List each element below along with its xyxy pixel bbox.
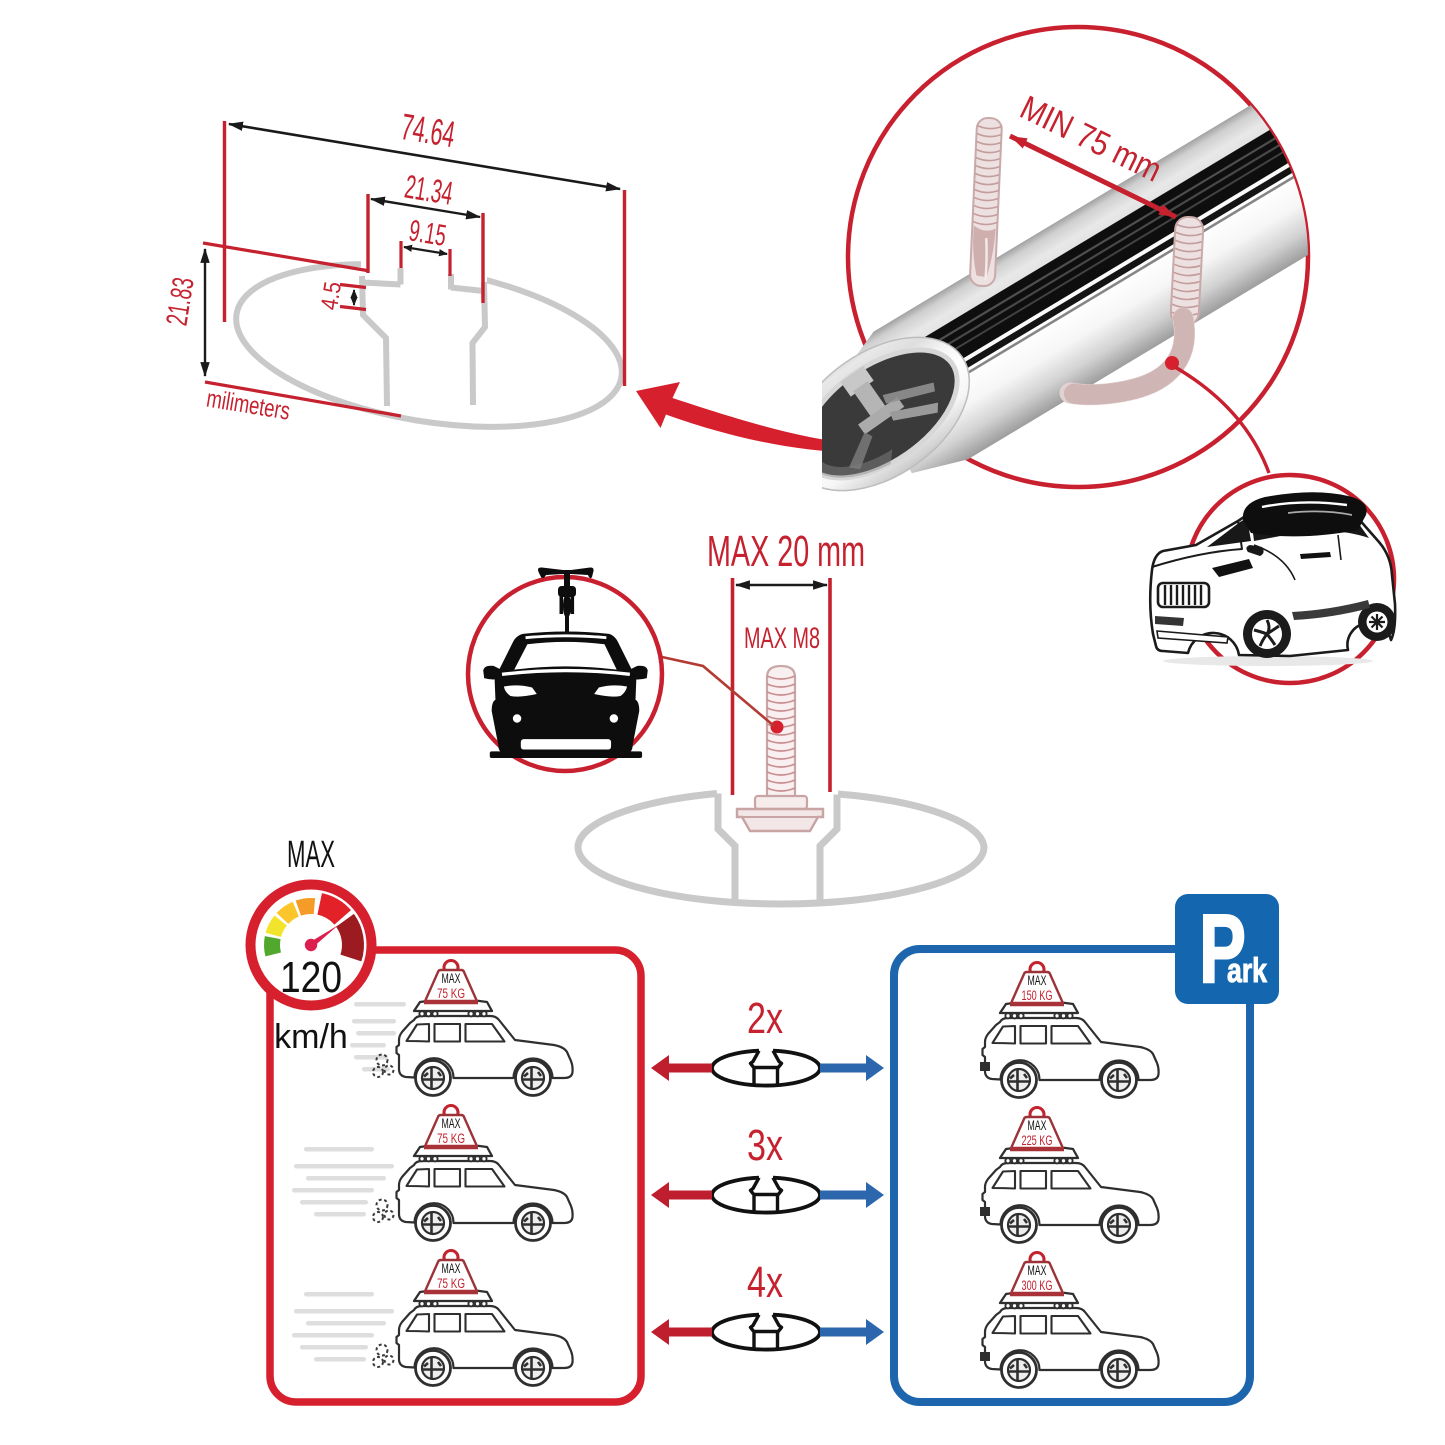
svg-text:21.34: 21.34 bbox=[402, 168, 455, 212]
svg-text:225 KG: 225 KG bbox=[1022, 1133, 1053, 1148]
svg-text:MAX: MAX bbox=[1028, 973, 1047, 988]
svg-text:ark: ark bbox=[1227, 952, 1267, 990]
svg-text:2x: 2x bbox=[747, 994, 783, 1043]
svg-text:MAX: MAX bbox=[442, 1116, 461, 1131]
svg-text:4.5: 4.5 bbox=[316, 280, 347, 312]
svg-text:P: P bbox=[1199, 894, 1246, 1003]
svg-text:MAX: MAX bbox=[442, 971, 461, 986]
svg-text:75 KG: 75 KG bbox=[437, 986, 465, 1001]
svg-text:MAX: MAX bbox=[287, 834, 335, 876]
svg-text:75 KG: 75 KG bbox=[437, 1276, 465, 1291]
svg-text:9.15: 9.15 bbox=[407, 214, 449, 253]
svg-text:21.83: 21.83 bbox=[161, 275, 201, 328]
svg-text:MAX: MAX bbox=[1028, 1118, 1047, 1133]
svg-text:MAX 20 mm: MAX 20 mm bbox=[707, 527, 865, 576]
svg-text:150 KG: 150 KG bbox=[1022, 988, 1053, 1003]
svg-text:MAX M8: MAX M8 bbox=[744, 622, 820, 655]
svg-text:75 KG: 75 KG bbox=[437, 1131, 465, 1146]
svg-text:74.64: 74.64 bbox=[398, 106, 458, 155]
svg-text:4x: 4x bbox=[747, 1258, 783, 1307]
svg-text:km/h: km/h bbox=[274, 1018, 348, 1056]
svg-text:120: 120 bbox=[280, 953, 342, 1002]
svg-text:300 KG: 300 KG bbox=[1022, 1278, 1053, 1293]
svg-text:MAX: MAX bbox=[442, 1261, 461, 1276]
svg-text:3x: 3x bbox=[747, 1121, 783, 1170]
svg-text:MAX: MAX bbox=[1028, 1263, 1047, 1278]
